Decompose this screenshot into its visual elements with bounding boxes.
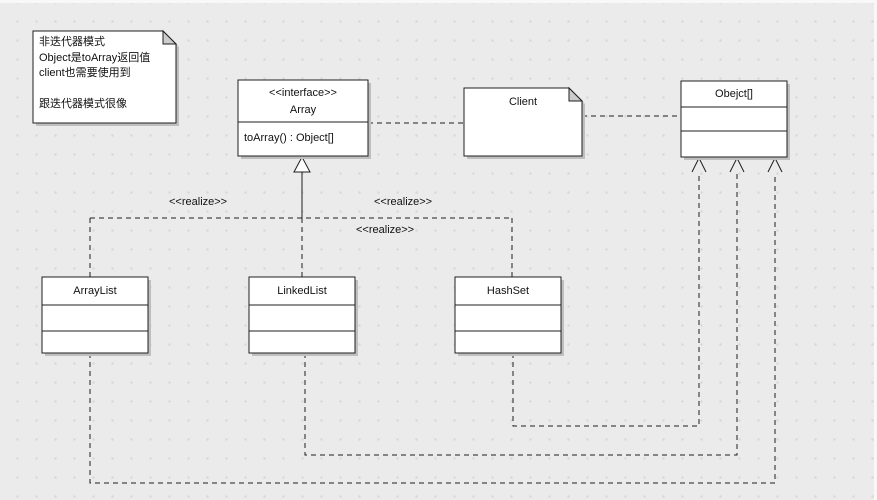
client-name-label: Client xyxy=(508,96,538,108)
open-arrowhead-icon xyxy=(729,156,745,173)
class-name-label-arraylist: ArrayList xyxy=(73,285,117,297)
object-array-name-label: Obejct[] xyxy=(715,88,753,100)
note-line xyxy=(39,82,173,98)
open-arrowhead-icon xyxy=(767,156,783,173)
class-arraylist-shape[interactable] xyxy=(41,276,149,354)
note-line: 非迭代器模式 xyxy=(39,36,105,48)
realize-stereotype-label-right: <<realize>> xyxy=(374,196,433,208)
hollow-triangle-arrowhead-icon xyxy=(293,155,311,173)
open-arrowhead-icon xyxy=(691,156,707,173)
note-fold-icon xyxy=(568,86,584,102)
realize-stereotype-label-below: <<realize>> xyxy=(356,224,415,236)
interface-stereotype-label: <<interface>> xyxy=(269,87,337,99)
realization-tree-connector[interactable] xyxy=(89,155,513,277)
class-hashset-shape[interactable] xyxy=(454,276,562,354)
note-line: 跟迭代器模式很像 xyxy=(39,98,127,110)
realize-stereotype-label-left: <<realize>> xyxy=(169,196,228,208)
note-line: Object是toArray返回值 xyxy=(39,51,151,64)
interface-method-label: toArray() : Object[] xyxy=(244,132,334,144)
client-shape[interactable] xyxy=(463,86,584,157)
note-text: 非迭代器模式 Object是toArray返回值 client也需要使用到 跟迭… xyxy=(39,35,173,113)
class-name-label-linkedlist: LinkedList xyxy=(277,285,327,297)
note-fold-icon xyxy=(162,29,178,45)
class-name-label-hashset: HashSet xyxy=(486,285,530,297)
canvas-edge-top xyxy=(0,0,877,3)
note-line: client也需要使用到 xyxy=(39,67,131,79)
interface-array-shape[interactable] xyxy=(237,79,369,157)
object-array-shape[interactable] xyxy=(680,80,788,158)
class-linkedlist-shape[interactable] xyxy=(248,276,356,354)
interface-name-label: Array xyxy=(289,104,317,116)
note-shape[interactable] xyxy=(32,29,178,124)
canvas-edge-right xyxy=(874,0,877,500)
